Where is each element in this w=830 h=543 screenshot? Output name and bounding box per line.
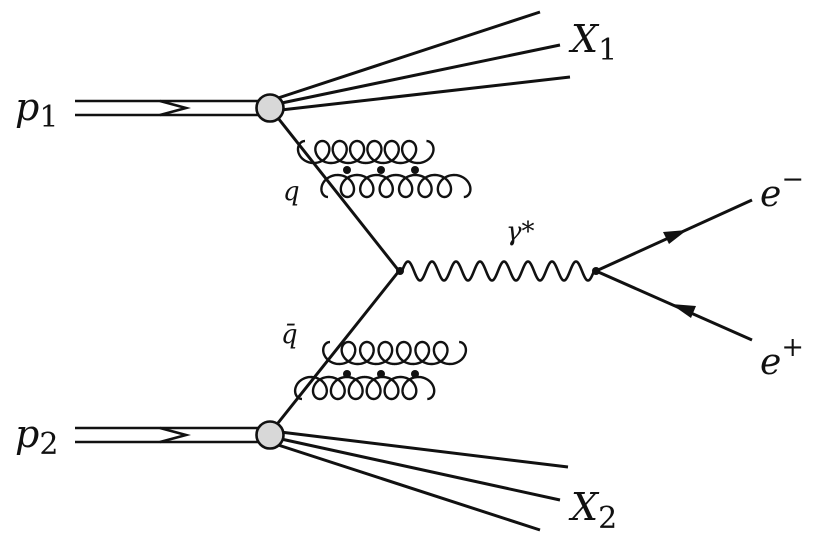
proton-1-line <box>75 99 258 117</box>
gluon-lower-2-icon <box>293 375 436 401</box>
gluon-upper-2-icon <box>320 173 472 199</box>
proton-1-arrow-icon <box>159 99 192 117</box>
label-antiquark: q̄ <box>281 320 298 350</box>
hadron-blob-1-icon <box>255 93 285 123</box>
positron-arrow-icon <box>671 304 696 318</box>
gluon-upper-1-icon <box>296 139 435 165</box>
annihilation-vertex <box>396 267 404 275</box>
electron-arrow-icon <box>663 230 687 244</box>
label-photon: γ* <box>506 217 535 247</box>
proton-2-arrow-icon <box>159 426 192 444</box>
gluon-lower-1-icon <box>322 340 468 366</box>
hadron-blob-2-icon <box>255 420 285 450</box>
label-x1: X1 <box>568 17 617 68</box>
remnant-x2-lines <box>271 429 569 532</box>
photon-wavy-line-icon <box>400 260 596 282</box>
label-p2: p2 <box>15 412 58 462</box>
label-electron: e− <box>760 164 804 215</box>
proton-2-line <box>75 426 258 444</box>
remnant-x1-lines <box>271 10 571 113</box>
label-x2: X2 <box>568 485 617 536</box>
gluon-dots-lower <box>343 370 419 378</box>
quark-line <box>276 117 401 272</box>
gluon-dots-upper <box>343 166 419 174</box>
label-quark: q <box>283 177 300 207</box>
label-p1: p1 <box>15 85 58 135</box>
label-positron: e+ <box>760 332 804 383</box>
